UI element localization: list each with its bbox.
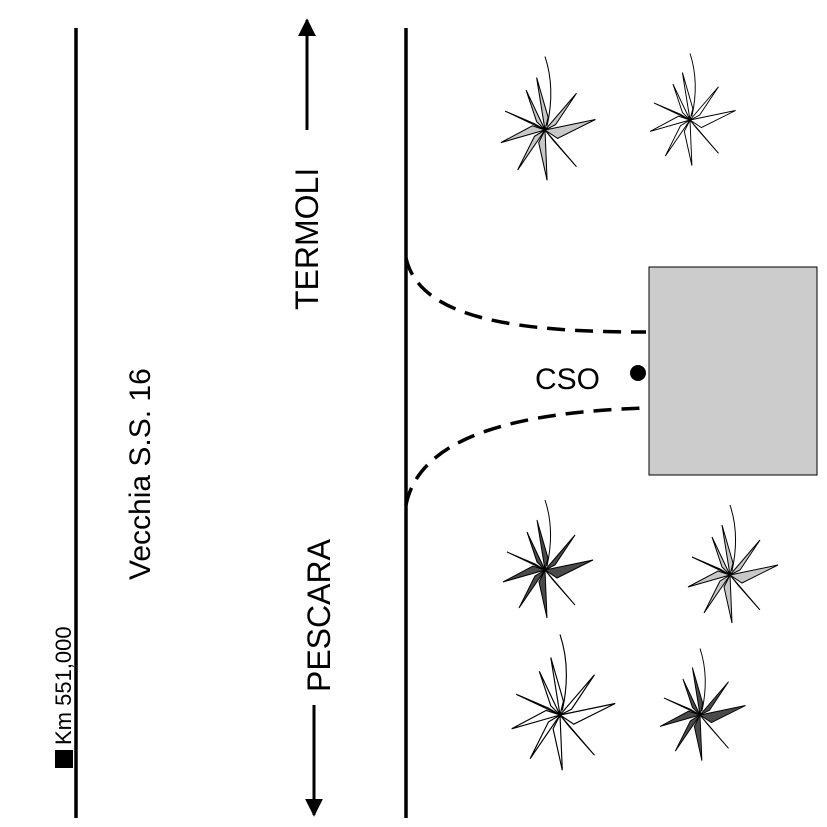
plant-icon: [502, 499, 594, 619]
direction-label-termoli: TERMOLI: [289, 168, 325, 310]
km-marker-label: Km 551,000: [51, 626, 76, 745]
plant-icon: [687, 504, 779, 624]
km-marker-square: [55, 750, 73, 768]
plant-icon: [511, 633, 616, 771]
cso-point: [630, 365, 646, 381]
access-lane-north: [404, 257, 647, 334]
plant-icon: [659, 648, 747, 762]
direction-label-pescara: PESCARA: [301, 538, 337, 692]
cso-label: CSO: [535, 363, 600, 396]
plant-icon: [500, 55, 596, 181]
building: [648, 266, 818, 476]
access-lane-south: [404, 406, 647, 506]
plant-icon: [649, 53, 737, 167]
road-name-label: Vecchia S.S. 16: [124, 368, 157, 580]
